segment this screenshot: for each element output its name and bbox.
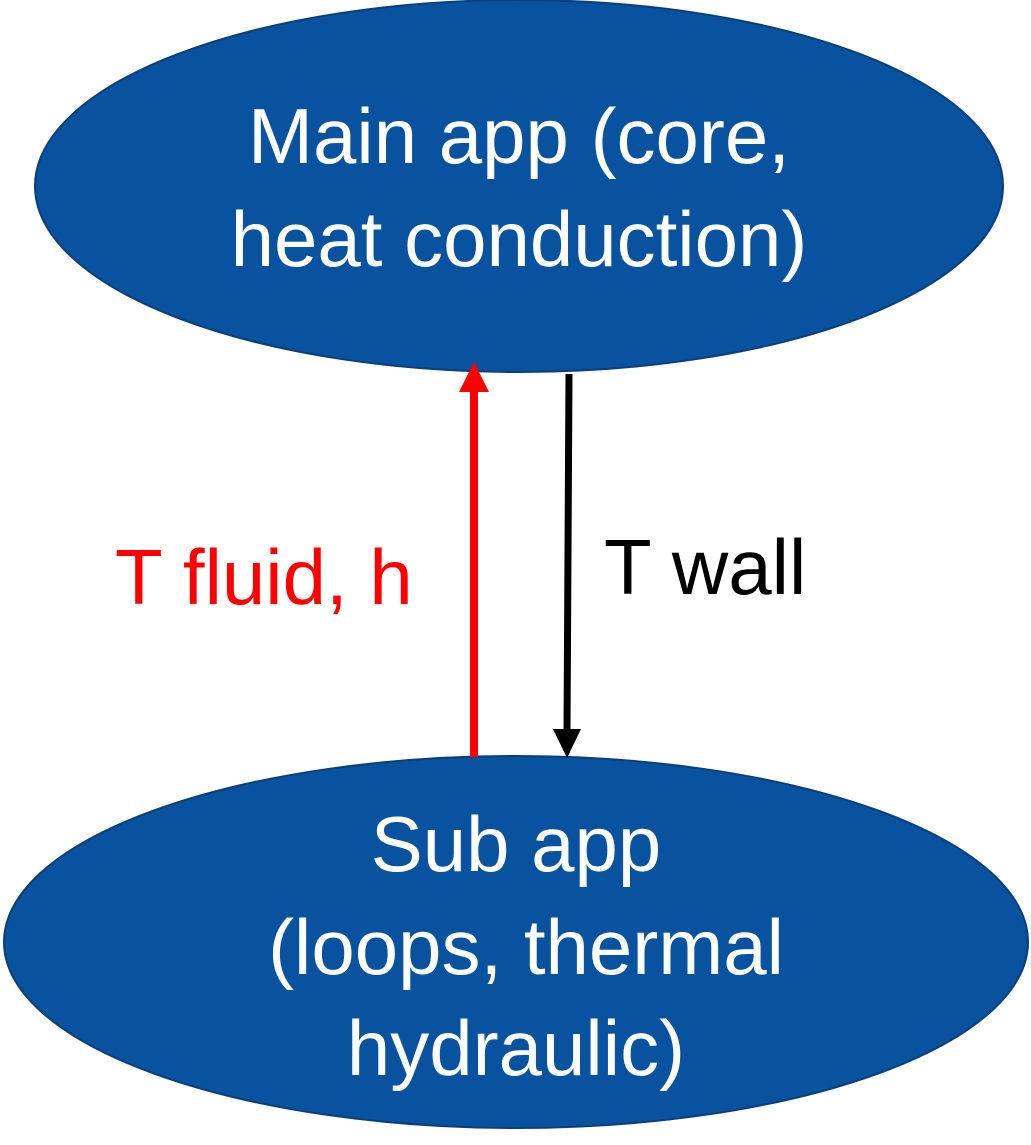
sub-app-node: Sub app (loops, thermal hydraulic) <box>3 755 1029 1129</box>
down-edge-label: T wall <box>604 523 806 611</box>
down-arrow-head <box>553 729 581 758</box>
sub-app-label-line3: hydraulic) <box>347 1004 685 1092</box>
up-edge-label: T fluid, h <box>115 533 413 621</box>
sub-app-label-line1: Sub app <box>371 800 662 888</box>
main-app-label-line2: heat conduction) <box>231 195 808 283</box>
up-edge: T fluid, h <box>115 362 489 757</box>
main-app-ellipse <box>34 0 1004 373</box>
sub-app-label-line2: (loops, thermal <box>268 903 784 991</box>
sub-app-ellipse <box>3 755 1029 1129</box>
down-arrow-shaft <box>563 373 573 731</box>
up-arrow-head <box>459 362 489 392</box>
main-app-label-line1: Main app (core, <box>248 92 790 180</box>
down-edge: T wall <box>553 373 806 758</box>
main-app-node: Main app (core, heat conduction) <box>34 0 1004 373</box>
